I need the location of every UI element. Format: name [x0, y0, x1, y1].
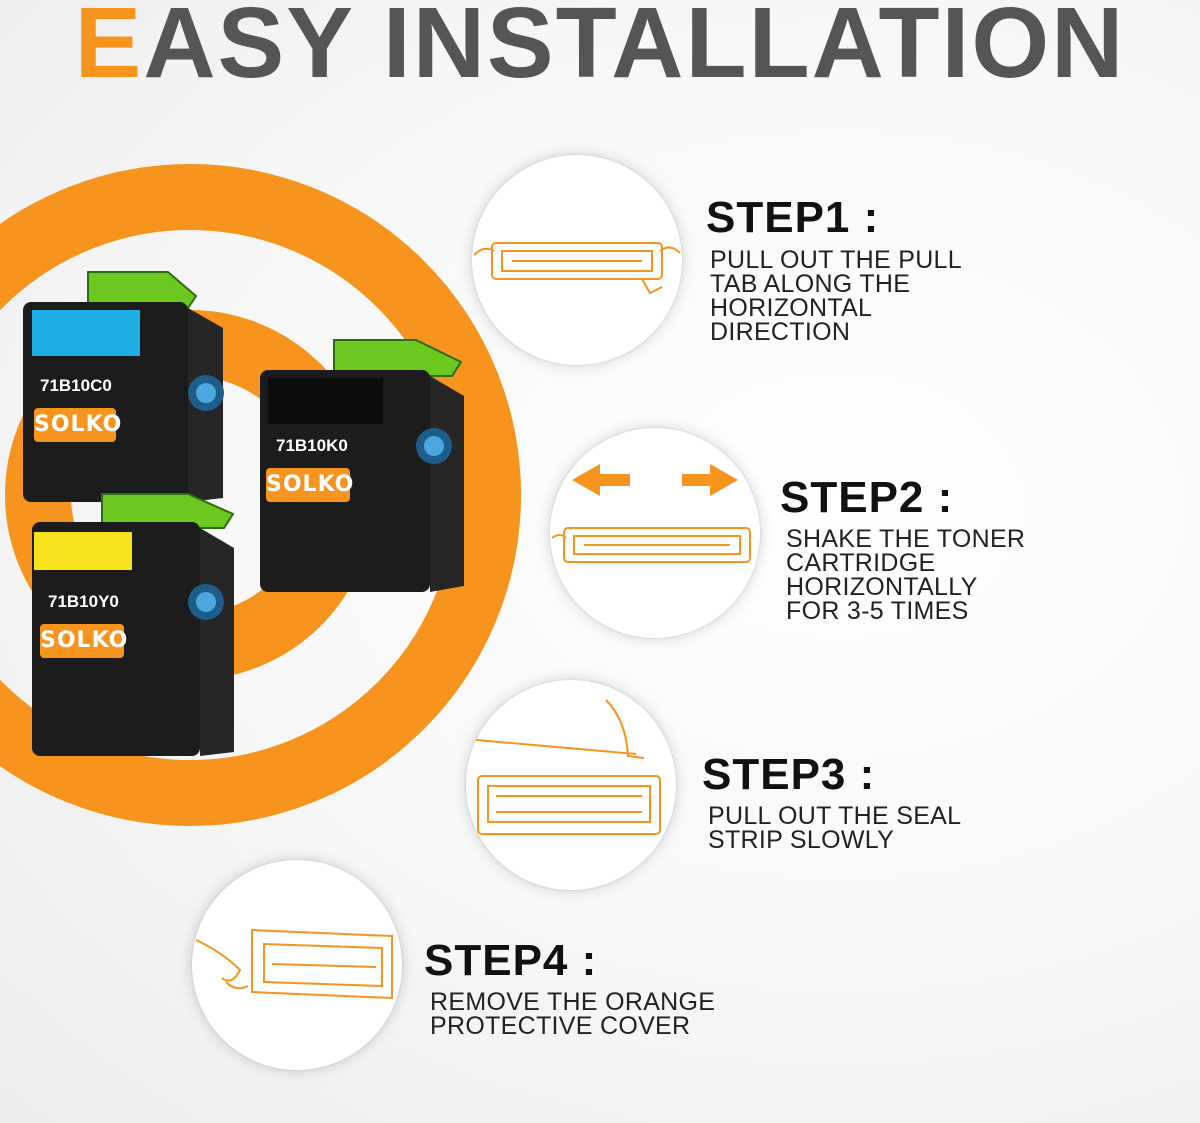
pull-tab-icon: [473, 242, 681, 295]
step3-illustration: [466, 680, 676, 890]
shake-arrows-icon: [551, 464, 751, 563]
cartridge-yellow-code: 71B10Y0: [48, 592, 119, 611]
title-first-letter: E: [74, 0, 144, 99]
step1-title: STEP1 :: [706, 193, 880, 242]
seal-strip-icon: [475, 699, 661, 835]
cartridge-cyan-body: [23, 271, 224, 502]
step1-text: PULL OUT THE PULL TAB ALONG THE HORIZONT…: [710, 246, 962, 346]
step4-text: REMOVE THE ORANGE PROTECTIVE COVER: [430, 988, 716, 1040]
cartridge-yellow-logo: SOLKO: [40, 624, 127, 658]
cartridge-cyan-logo: SOLKO: [34, 408, 121, 442]
title-rest: ASY INSTALLATION: [143, 0, 1126, 99]
step3-title: STEP3 :: [702, 750, 876, 799]
step2-illustration: [550, 428, 760, 638]
cartridge-black-logo: SOLKO: [266, 468, 353, 502]
step4-illustration: [192, 860, 402, 1070]
step2-title: STEP2 :: [780, 473, 954, 522]
cartridge-cyan: 71B10C0 SOLKO: [18, 268, 233, 508]
step2-text: SHAKE THE TONER CARTRIDGE HORIZONTALLY F…: [786, 525, 1026, 625]
step4-title: STEP4 :: [424, 936, 598, 985]
step3-text: PULL OUT THE SEAL STRIP SLOWLY: [708, 802, 962, 854]
protective-cover-icon: [195, 928, 393, 1000]
cartridge-black-code: 71B10K0: [276, 436, 348, 455]
cartridge-black: 71B10K0 SOLKO: [256, 336, 471, 598]
page-title: EASY INSTALLATION: [0, 0, 1200, 101]
step1-illustration: [472, 155, 682, 365]
cartridge-cyan-code: 71B10C0: [40, 376, 112, 395]
cartridge-yellow: 71B10Y0 SOLKO: [28, 490, 243, 762]
cartridge-black-body: [260, 339, 464, 592]
